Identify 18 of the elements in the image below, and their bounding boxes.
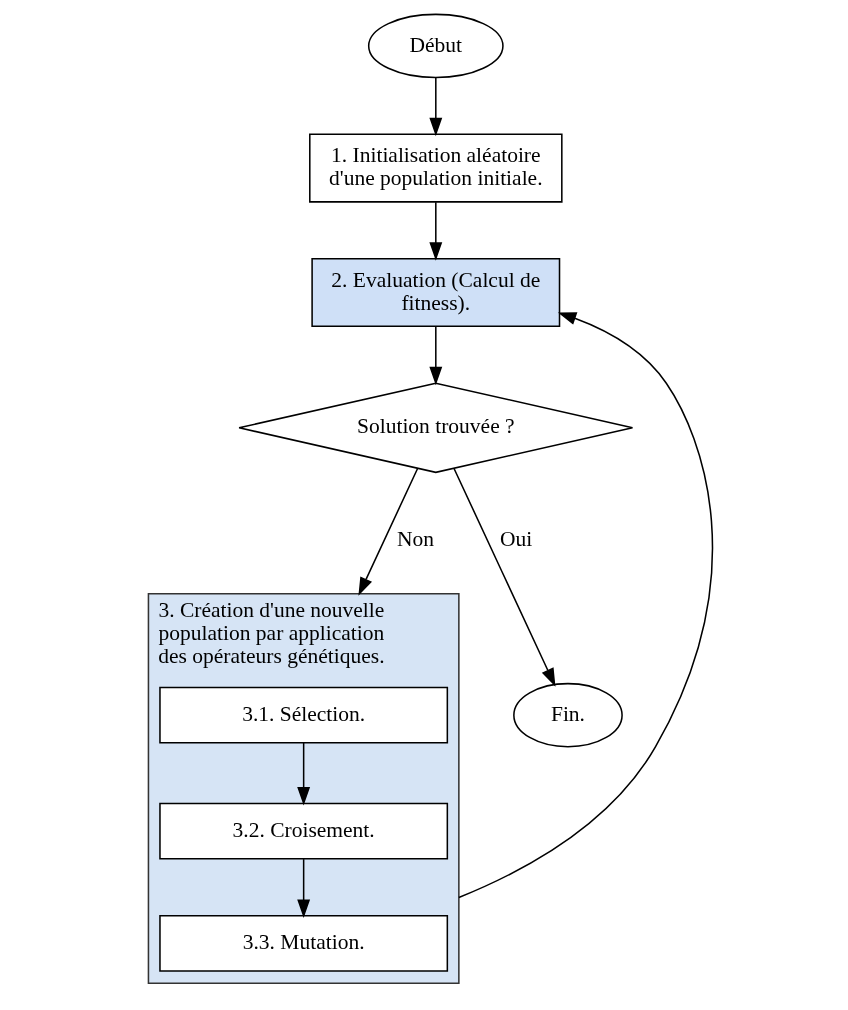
- node-box: 3.3. Mutation.: [158, 914, 448, 972]
- node-box: 2. Evaluation (Calcul de fitness).: [310, 257, 560, 328]
- edge-label: Oui: [499, 527, 532, 552]
- node-box: 1. Initialisation aléatoire d'une population initiale.: [308, 133, 563, 203]
- arrow: [428, 76, 442, 137]
- arrow: [428, 201, 442, 261]
- arrow: [428, 326, 442, 386]
- node-ellipse: Début: [367, 13, 504, 79]
- node-box: 3.1. Sélection.: [158, 686, 448, 744]
- node-diamond: Solution trouvée ?: [237, 382, 633, 474]
- node-ellipse: Fin.: [512, 682, 623, 748]
- arrow: [296, 858, 310, 918]
- arrow: [296, 742, 310, 806]
- arrow: [457, 312, 713, 899]
- node-box: 3.2. Croisement.: [158, 802, 448, 860]
- arrow: [452, 467, 555, 687]
- edge-label: Non: [396, 527, 434, 552]
- arrow: [357, 467, 418, 596]
